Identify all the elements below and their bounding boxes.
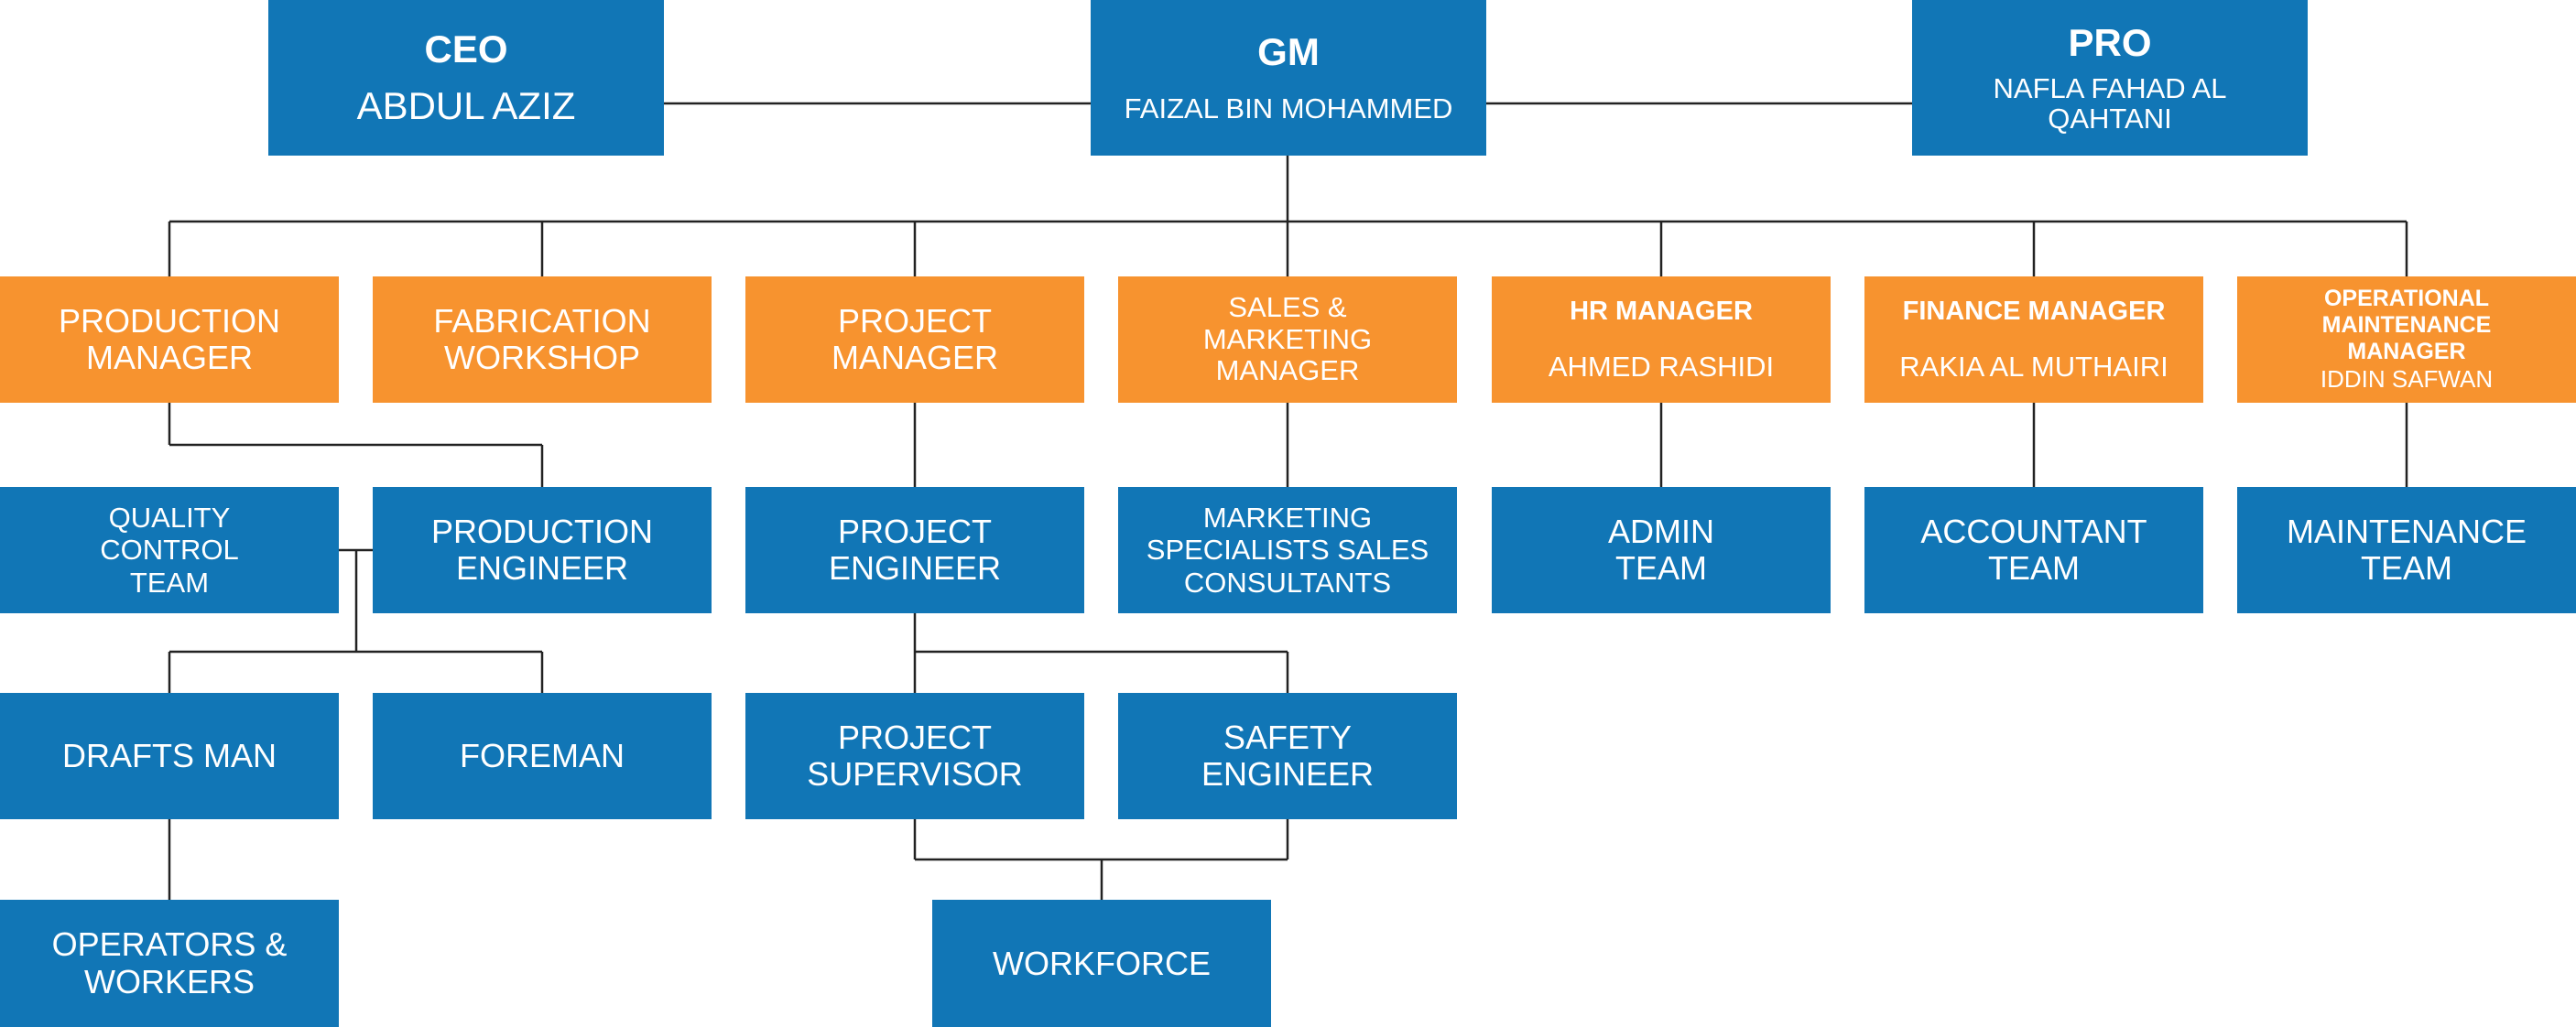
- gm-title: GM: [1257, 30, 1320, 73]
- project-manager-box: PROJECT MANAGER: [745, 276, 1084, 403]
- production-engineer-label: PRODUCTION ENGINEER: [431, 512, 653, 587]
- pro-name: NAFLA FAHAD AL QAHTANI: [1993, 72, 2227, 135]
- safety-engineer-label: SAFETY ENGINEER: [1201, 718, 1375, 793]
- workforce-box: WORKFORCE: [932, 900, 1271, 1027]
- ceo-box: CEO ABDUL AZIZ: [268, 0, 664, 156]
- sales-marketing-manager-label: SALES & MARKETING MANAGER: [1202, 290, 1373, 387]
- sales-marketing-manager-box: SALES & MARKETING MANAGER: [1118, 276, 1457, 403]
- finance-manager-title: FINANCE MANAGER: [1902, 296, 2166, 326]
- hr-manager-name: AHMED RASHIDI: [1548, 350, 1775, 383]
- project-supervisor-box: PROJECT SUPERVISOR: [745, 693, 1084, 819]
- finance-manager-name: RAKIA AL MUTHAIRI: [1899, 350, 2168, 383]
- marketing-specialists-box: MARKETING SPECIALISTS SALES CONSULTANTS: [1118, 487, 1457, 613]
- production-manager-label: PRODUCTION MANAGER: [59, 301, 280, 376]
- ceo-title: CEO: [424, 27, 508, 70]
- workforce-label: WORKFORCE: [993, 944, 1211, 982]
- project-engineer-label: PROJECT ENGINEER: [828, 512, 1002, 587]
- fabrication-workshop-box: FABRICATION WORKSHOP: [373, 276, 712, 403]
- finance-manager-box: FINANCE MANAGER RAKIA AL MUTHAIRI: [1864, 276, 2203, 403]
- accountant-team-box: ACCOUNTANT TEAM: [1864, 487, 2203, 613]
- marketing-specialists-label: MARKETING SPECIALISTS SALES CONSULTANTS: [1146, 501, 1429, 599]
- project-supervisor-label: PROJECT SUPERVISOR: [807, 718, 1023, 793]
- admin-team-box: ADMIN TEAM: [1492, 487, 1831, 613]
- maintenance-team-box: MAINTENANCE TEAM: [2237, 487, 2576, 613]
- maintenance-team-label: MAINTENANCE TEAM: [2286, 512, 2527, 587]
- safety-engineer-box: SAFETY ENGINEER: [1118, 693, 1457, 819]
- pro-box: PRO NAFLA FAHAD AL QAHTANI: [1912, 0, 2308, 156]
- pro-title: PRO: [2068, 21, 2152, 65]
- quality-control-team-label: QUALITY CONTROL TEAM: [100, 501, 239, 599]
- operational-maintenance-manager-title: OPERATIONAL MAINTENANCE MANAGER: [2321, 286, 2492, 364]
- ceo-name: ABDUL AZIZ: [356, 84, 576, 127]
- accountant-team-label: ACCOUNTANT TEAM: [1920, 512, 2147, 587]
- gm-box: GM FAIZAL BIN MOHAMMED: [1091, 0, 1486, 156]
- foreman-label: FOREMAN: [460, 737, 625, 774]
- hr-manager-box: HR MANAGER AHMED RASHIDI: [1492, 276, 1831, 403]
- gm-name: FAIZAL BIN MOHAMMED: [1124, 92, 1453, 124]
- fabrication-workshop-label: FABRICATION WORKSHOP: [433, 301, 651, 376]
- admin-team-label: ADMIN TEAM: [1608, 512, 1714, 587]
- operational-maintenance-manager-name: IDDIN SAFWAN: [2320, 364, 2494, 393]
- project-manager-label: PROJECT MANAGER: [831, 301, 999, 376]
- drafts-man-box: DRAFTS MAN: [0, 693, 339, 819]
- production-manager-box: PRODUCTION MANAGER: [0, 276, 339, 403]
- operational-maintenance-manager-box: OPERATIONAL MAINTENANCE MANAGER IDDIN SA…: [2237, 276, 2576, 403]
- foreman-box: FOREMAN: [373, 693, 712, 819]
- drafts-man-label: DRAFTS MAN: [62, 737, 277, 774]
- production-engineer-box: PRODUCTION ENGINEER: [373, 487, 712, 613]
- quality-control-team-box: QUALITY CONTROL TEAM: [0, 487, 339, 613]
- operators-workers-box: OPERATORS & WORKERS: [0, 900, 339, 1027]
- hr-manager-title: HR MANAGER: [1570, 296, 1753, 326]
- operators-workers-label: OPERATORS & WORKERS: [51, 925, 288, 1000]
- project-engineer-box: PROJECT ENGINEER: [745, 487, 1084, 613]
